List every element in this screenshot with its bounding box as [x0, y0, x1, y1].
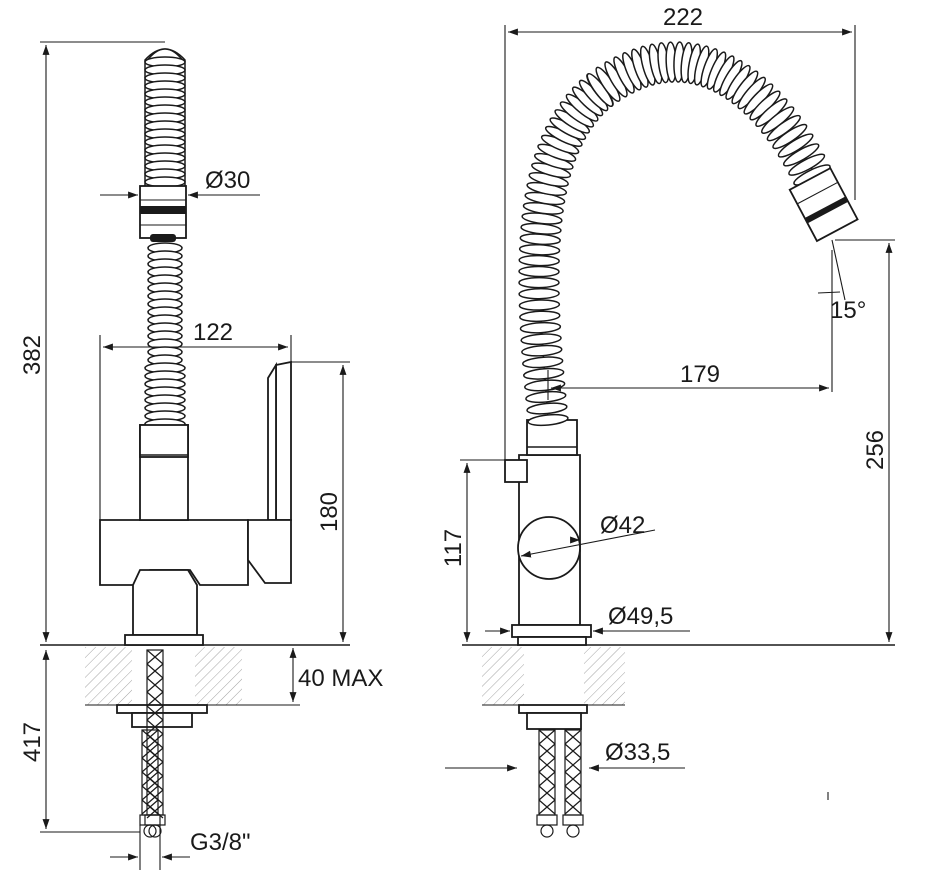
- dim-256: 256: [862, 430, 889, 470]
- dim-117: 117: [440, 529, 467, 567]
- dim-222: 222: [663, 4, 703, 31]
- right-side-view: 222 179 15° 256 117 Ø42 Ø49,5 Ø33,5: [440, 4, 895, 838]
- left-spring-coils: [144, 48, 186, 430]
- dim-122: 122: [193, 319, 233, 346]
- dim-15-degree: 15°: [830, 297, 866, 324]
- right-spray-head: [788, 166, 859, 243]
- right-spring-coils: [518, 41, 831, 427]
- dim-179: 179: [680, 361, 720, 388]
- dim-417: 417: [19, 722, 46, 762]
- dim-diameter-42: Ø42: [600, 512, 645, 539]
- dim-382: 382: [19, 335, 46, 375]
- right-supply-hoses: [536, 729, 584, 838]
- dim-40-max: 40 MAX: [298, 665, 383, 692]
- dim-diameter-49-5: Ø49,5: [608, 603, 673, 630]
- dim-diameter-33-5: Ø33,5: [605, 739, 670, 766]
- dim-thread: G3/8": [190, 829, 251, 856]
- dim-diameter-30: Ø30: [205, 167, 250, 194]
- dim-180: 180: [316, 492, 343, 532]
- left-supply-hoses: [139, 649, 166, 838]
- left-front-view: 382 417 Ø30 122 180 40 MAX G3/8": [19, 41, 383, 870]
- left-lever-handle: [275, 360, 292, 521]
- right-lever-knob: [517, 516, 581, 580]
